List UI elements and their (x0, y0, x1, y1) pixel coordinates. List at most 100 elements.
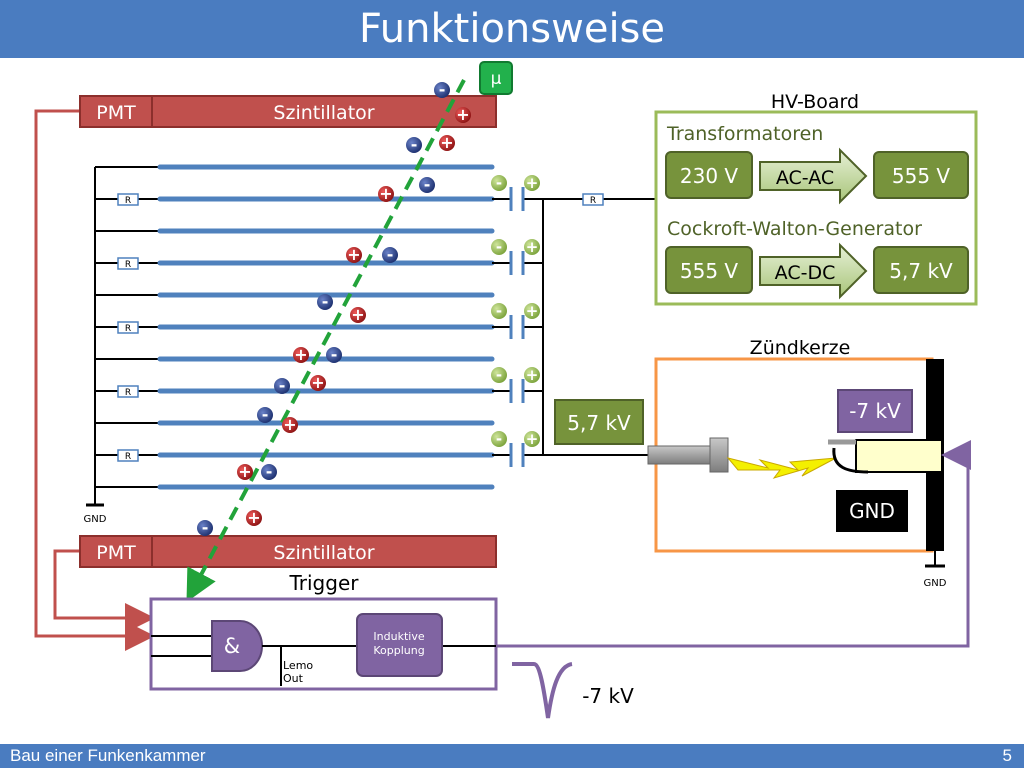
scintillator-bottom-label: Szintillator (273, 542, 374, 564)
supply-voltage-badge: 5,7 kV (554, 399, 644, 445)
svg-text:5,7 kV: 5,7 kV (567, 411, 631, 435)
svg-text:+: + (526, 366, 539, 384)
svg-text:AC-DC: AC-DC (775, 262, 836, 284)
svg-text:+: + (526, 238, 539, 256)
svg-text:R: R (125, 388, 131, 398)
chamber-plates (157, 164, 495, 490)
svg-text:+: + (294, 345, 307, 364)
svg-text:&: & (224, 634, 240, 658)
spark-plug-box: Zündkerze GND -7 kV GND (647, 337, 947, 589)
svg-text:-7 kV: -7 kV (849, 399, 901, 423)
footer-title: Bau einer Funkenkammer (10, 746, 206, 765)
pmt-top-signal-line (34, 109, 155, 651)
svg-text:+: + (247, 508, 260, 527)
svg-text:R: R (125, 196, 131, 206)
pmt-top: PMT Szintillator (79, 95, 497, 128)
gnd-left-label: GND (84, 514, 107, 525)
hv-input-230: 230 V (665, 151, 753, 199)
svg-text:-: - (496, 366, 502, 384)
ac-ac-arrow: AC-AC (759, 147, 868, 205)
svg-text:R: R (125, 324, 131, 334)
transformer-label: Transformatoren (666, 123, 823, 145)
cockroft-walton-label: Cockroft-Walton-Generator (667, 218, 922, 240)
capacitor-bank (492, 187, 656, 467)
inductive-coupling-box: Induktive Kopplung (356, 613, 443, 677)
svg-text:+: + (526, 174, 539, 192)
resistor-hv: R (582, 193, 604, 206)
pmt-top-label: PMT (96, 102, 136, 124)
page-number: 5 (1002, 746, 1012, 765)
electrode-negative (647, 437, 729, 473)
svg-text:-: - (439, 80, 446, 99)
svg-text:+: + (311, 373, 324, 392)
spark-icon (726, 457, 837, 479)
svg-text:R: R (590, 196, 596, 206)
svg-text:-: - (496, 302, 502, 320)
spark-plug-voltage-badge: -7 kV (837, 389, 913, 433)
resistor-3: R (117, 321, 139, 334)
svg-text:+: + (440, 133, 453, 152)
svg-text:+: + (351, 305, 364, 324)
pmt-bottom-label: PMT (96, 542, 136, 564)
muon-label: µ (479, 61, 513, 95)
svg-text:AC-AC: AC-AC (776, 167, 834, 189)
gnd-right-label: GND (924, 578, 947, 589)
svg-text:Induktive: Induktive (373, 630, 424, 643)
svg-text:+: + (456, 105, 469, 124)
svg-text:+: + (526, 430, 539, 448)
svg-text:-: - (411, 135, 418, 154)
svg-text:5,7 kV: 5,7 kV (889, 259, 953, 283)
hv-output-57kv: 5,7 kV (873, 246, 969, 294)
resistor-5: R (117, 449, 139, 462)
hv-output-555: 555 V (873, 151, 969, 199)
muon-track (186, 79, 466, 603)
svg-text:-: - (266, 462, 273, 481)
svg-text:µ: µ (491, 69, 502, 89)
ionization-charges: - + - + - + + - - + + - - + - + + - - + (197, 80, 471, 537)
svg-text:R: R (125, 260, 131, 270)
resistor-1: R (117, 193, 139, 206)
pulse-icon (512, 662, 573, 719)
svg-text:GND: GND (849, 499, 895, 523)
svg-text:+: + (379, 184, 392, 203)
diagram: PMT Szintillator PMT Szintillator GND R … (34, 61, 978, 719)
spark-plug-title: Zündkerze (750, 337, 851, 359)
resistor-2: R (117, 257, 139, 270)
svg-text:-: - (496, 174, 502, 192)
capacitor-charges: - + - + - + - + - + (491, 174, 540, 448)
svg-text:-: - (387, 245, 394, 264)
hv-board: HV-Board Transformatoren 230 V AC-AC 555… (654, 91, 978, 306)
ac-dc-arrow: AC-DC (759, 242, 868, 300)
svg-text:+: + (238, 462, 251, 481)
svg-text:+: + (526, 302, 539, 320)
ground-bus (86, 166, 158, 507)
svg-text:-: - (496, 238, 502, 256)
svg-text:555 V: 555 V (680, 259, 739, 283)
svg-text:-: - (331, 345, 338, 364)
svg-text:-: - (262, 405, 269, 424)
svg-text:-: - (202, 518, 209, 537)
hv-board-title: HV-Board (771, 91, 859, 113)
svg-text:+: + (347, 245, 360, 264)
scintillator-top-label: Szintillator (273, 102, 374, 124)
footer-bar: Bau einer Funkenkammer 5 (0, 744, 1024, 768)
lemo-out-label-1: Lemo (283, 659, 313, 672)
hv-input-555: 555 V (665, 246, 753, 294)
svg-text:Kopplung: Kopplung (373, 644, 424, 657)
svg-text:+: + (283, 415, 296, 434)
svg-text:R: R (125, 452, 131, 462)
svg-text:230 V: 230 V (680, 164, 739, 188)
svg-text:555 V: 555 V (892, 164, 951, 188)
svg-text:-: - (279, 376, 286, 395)
trigger-title: Trigger (289, 571, 360, 595)
svg-text:-: - (496, 430, 502, 448)
pmt-bottom: PMT Szintillator (79, 535, 497, 568)
pmt-bottom-signal-line (53, 549, 155, 633)
and-gate (211, 620, 263, 672)
pulse-voltage-label: -7 kV (582, 684, 634, 708)
slide-title: Funktionsweise (358, 6, 666, 52)
svg-text:-: - (322, 292, 329, 311)
trigger-box: Trigger & Lemo Out Induktive Kopplung (149, 571, 498, 691)
spark-plug-gnd-badge: GND (836, 490, 908, 532)
lemo-out-label-2: Out (283, 672, 304, 685)
